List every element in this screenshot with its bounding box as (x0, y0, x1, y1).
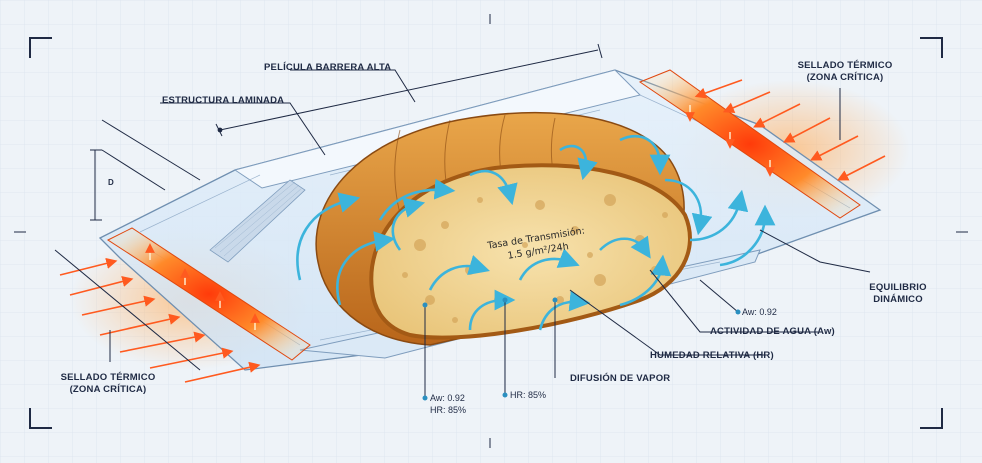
frame-corners (29, 37, 943, 429)
seal-inner-arrows (145, 105, 775, 330)
leader-lines (54, 43, 871, 398)
label-estructura-laminada: ESTRUCTURA LAMINADA (162, 95, 285, 106)
heat-arrows-right (694, 79, 886, 181)
label-sellado-right-line1: SELLADO TÉRMICO (797, 60, 893, 71)
heat-arrows-left (59, 257, 261, 383)
label-actividad-agua: ACTIVIDAD DE AGUA (Aw) (710, 326, 835, 337)
frame-edge-marks (14, 14, 968, 448)
readout-aw-bottom: Aw: 0.92 (430, 393, 465, 403)
label-equilibrio-line1: EQUILIBRIO (869, 282, 927, 293)
label-humedad-relativa: HUMEDAD RELATIVA (HR) (650, 350, 774, 361)
readout-hr-center: HR: 85% (510, 390, 547, 400)
label-sellado-left-line1: SELLADO TÉRMICO (60, 372, 156, 383)
label-difusion-vapor: DIFUSIÓN DE VAPOR (570, 373, 671, 384)
label-sellado-termico-left: SELLADO TÉRMICO (ZONA CRÍTICA) (52, 372, 164, 396)
label-pelicula-barrera: PELÍCULA BARRERA ALTA (264, 62, 392, 73)
label-equilibrio-line2: DINÁMICO (873, 294, 923, 305)
leader-dots (422, 297, 741, 401)
label-sellado-right-line2: (ZONA CRÍTICA) (806, 72, 884, 83)
label-dimension-marker: D (108, 178, 114, 187)
label-sellado-termico-right: SELLADO TÉRMICO (ZONA CRÍTICA) (795, 60, 895, 84)
readout-aw-right: Aw: 0.92 (742, 307, 777, 317)
label-equilibrio-dinamico: EQUILIBRIO DINÁMICO (858, 282, 938, 306)
readout-hr-bottom: HR: 85% (430, 405, 467, 415)
vapor-arrows (296, 134, 776, 331)
label-sellado-left-line2: (ZONA CRÍTICA) (69, 384, 147, 395)
heat-seal-left (106, 227, 311, 361)
